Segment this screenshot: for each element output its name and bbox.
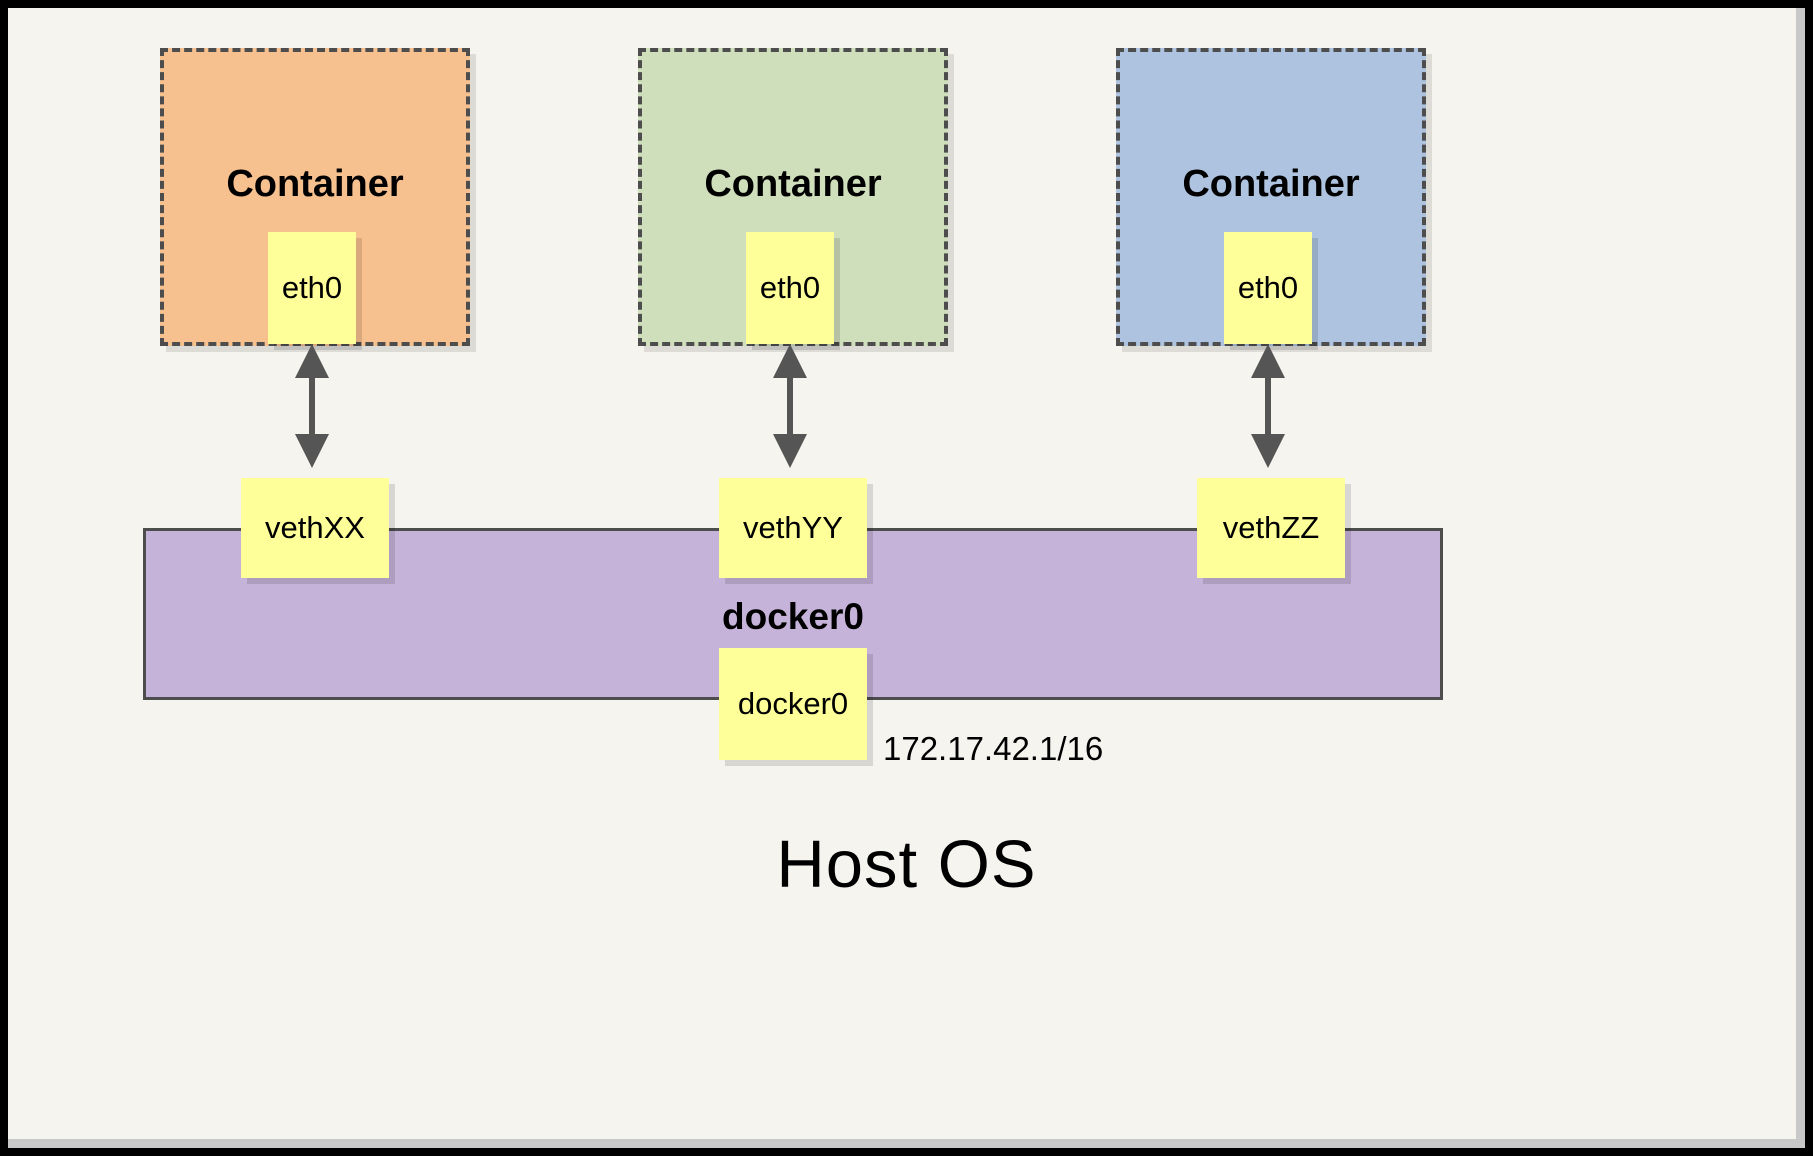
diagram-stage: Container Container Container eth0 eth0 … xyxy=(8,8,1805,1148)
docker0-interface-box[interactable]: docker0 xyxy=(719,648,867,760)
container-box-2[interactable] xyxy=(638,48,948,346)
host-os-title: Host OS xyxy=(776,827,1037,902)
docker0-bridge-label: docker0 xyxy=(722,596,864,637)
link-arrow-3 xyxy=(1251,344,1285,468)
link-arrow-1 xyxy=(295,344,329,468)
veth-box-zz[interactable]: vethZZ xyxy=(1197,478,1345,578)
eth0-box-1[interactable]: eth0 xyxy=(268,232,356,344)
eth0-box-3[interactable]: eth0 xyxy=(1224,232,1312,344)
veth-box-xx[interactable]: vethXX xyxy=(241,478,389,578)
eth0-box-2[interactable]: eth0 xyxy=(746,232,834,344)
docker0-ip-label: 172.17.42.1/16 xyxy=(883,730,1104,767)
container-title-1: Container xyxy=(226,163,404,205)
container-title-2: Container xyxy=(704,163,882,205)
veth-box-yy[interactable]: vethYY xyxy=(719,478,867,578)
link-arrow-2 xyxy=(773,344,807,468)
container-title-3: Container xyxy=(1182,163,1360,205)
